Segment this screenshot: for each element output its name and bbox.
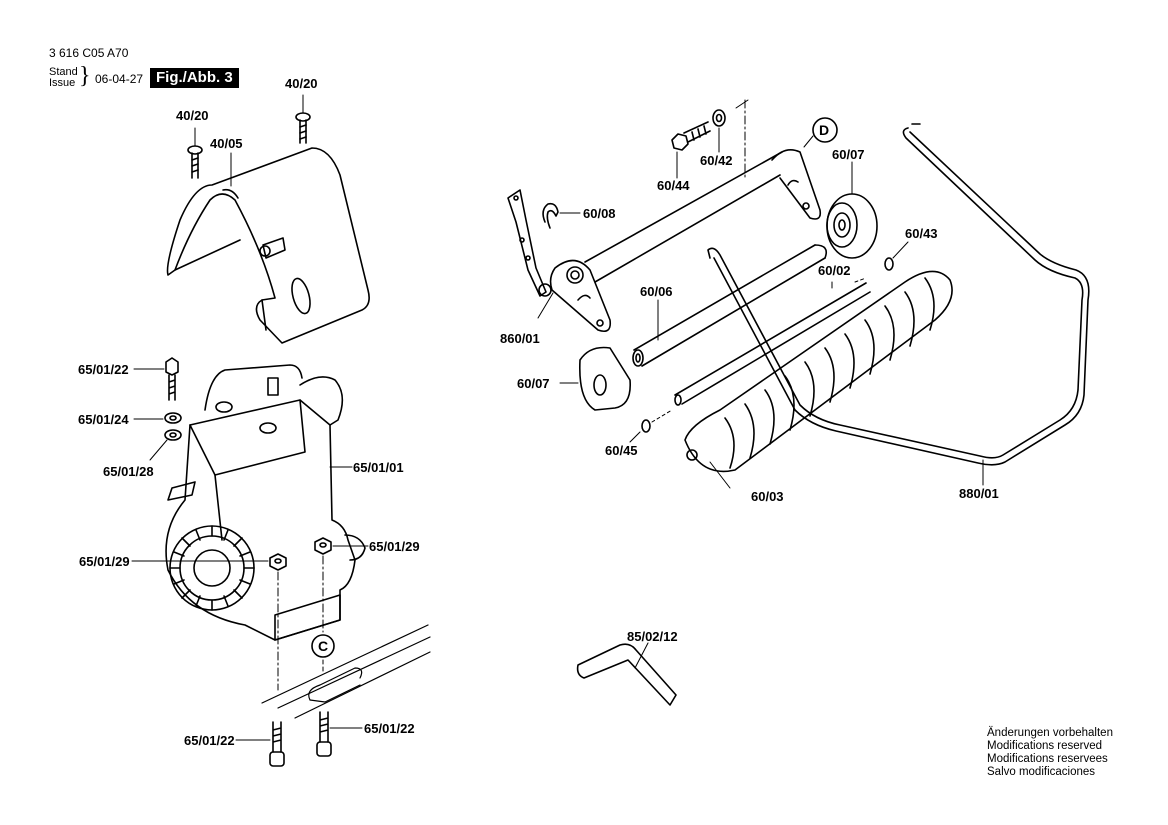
brace-glyph: } <box>79 63 91 89</box>
stand-issue-label: Stand Issue <box>49 67 78 89</box>
crossbar-tube[interactable] <box>584 149 822 283</box>
engine-bolt-top[interactable] <box>165 357 179 401</box>
figure-label: Fig./Abb. 3 <box>150 68 239 88</box>
cover-part[interactable] <box>166 147 370 344</box>
washer-60-42[interactable] <box>712 109 726 127</box>
modifications-notice: Änderungen vorbehalten Modifications res… <box>987 727 1113 779</box>
callout-engine-washer-flat: 65/01/28 <box>103 464 154 479</box>
callout-bolt: 60/44 <box>657 178 690 193</box>
callout-cover-screw-left: 40/20 <box>176 108 209 123</box>
leader-lines-cover <box>194 94 304 187</box>
callout-engine-bolt-top: 65/01/22 <box>78 362 129 377</box>
leader-lines-roller <box>537 99 984 669</box>
cap-60-45[interactable] <box>641 419 651 433</box>
notice-line-es: Salvo modificaciones <box>987 766 1096 778</box>
callout-cover: 40/05 <box>210 136 243 151</box>
notice-line-fr: Modifications reservees <box>987 753 1108 765</box>
callout-engine-washer: 65/01/24 <box>78 412 129 427</box>
bolt-60-44[interactable] <box>671 121 711 151</box>
callout-engine-bolt-bottom-left: 65/01/22 <box>184 733 235 748</box>
hex-key-85-02-12[interactable] <box>576 643 677 706</box>
callout-cover-screw-right: 40/20 <box>285 76 318 91</box>
callout-engine-nut-left: 65/01/29 <box>79 554 130 569</box>
reference-d-marker <box>812 117 838 143</box>
roller-right-60-07[interactable] <box>826 193 878 259</box>
reference-d-label: D <box>819 122 830 138</box>
engine-part[interactable] <box>165 364 366 641</box>
engine-nut-right[interactable] <box>314 537 332 555</box>
engine-washer-lock[interactable] <box>164 412 182 424</box>
callout-engine-nut-right: 65/01/29 <box>369 539 420 554</box>
frame-rail <box>261 624 431 719</box>
issue-label: Issue <box>49 77 76 89</box>
engine-bolt-bottom-left[interactable] <box>269 721 285 767</box>
callout-handle-bar: 880/01 <box>959 486 999 501</box>
callout-roller-right: 60/07 <box>832 147 865 162</box>
callout-engine: 65/01/01 <box>353 460 404 475</box>
leader-lines-engine <box>131 368 369 691</box>
cover-screw-right[interactable] <box>295 112 311 144</box>
handle-bar-880-01[interactable] <box>707 123 1090 466</box>
engine-bolt-bottom-right[interactable] <box>316 711 332 757</box>
issue-date: 06-04-27 <box>95 72 144 86</box>
callout-hex-key: 85/02/12 <box>627 629 678 644</box>
spiked-roller-60-03[interactable] <box>684 270 953 473</box>
axle-60-02[interactable] <box>674 282 871 406</box>
callout-clip: 60/08 <box>583 206 616 221</box>
callout-spiked-roller: 60/03 <box>751 489 784 504</box>
callout-sleeve: 60/06 <box>640 284 673 299</box>
engine-washer-flat[interactable] <box>164 429 182 441</box>
cover-screw-left[interactable] <box>187 145 203 179</box>
callout-axle: 60/02 <box>818 263 851 278</box>
clip-60-08[interactable] <box>542 202 559 229</box>
leader-lines-bottom-bolts <box>235 727 363 741</box>
stand-label: Stand <box>49 66 78 78</box>
callout-bracket: 860/01 <box>500 331 540 346</box>
callout-washer: 60/42 <box>700 153 733 168</box>
roller-left-60-07[interactable] <box>578 346 632 411</box>
cap-60-43[interactable] <box>884 257 894 271</box>
engine-nut-left[interactable] <box>269 553 287 571</box>
callout-engine-bolt-bottom-right: 65/01/22 <box>364 721 415 736</box>
reference-c-marker <box>311 634 335 658</box>
sleeve-60-06[interactable] <box>632 244 828 367</box>
callout-cap-right: 60/43 <box>905 226 938 241</box>
notice-line-de: Änderungen vorbehalten <box>987 727 1113 739</box>
notice-line-en: Modifications reserved <box>987 740 1103 752</box>
document-number: 3 616 C05 A70 <box>49 46 129 60</box>
callout-cap-left: 60/45 <box>605 443 638 458</box>
bracket-860-01[interactable] <box>507 189 612 333</box>
callout-roller-left: 60/07 <box>517 376 550 391</box>
reference-c-label: C <box>318 638 329 654</box>
